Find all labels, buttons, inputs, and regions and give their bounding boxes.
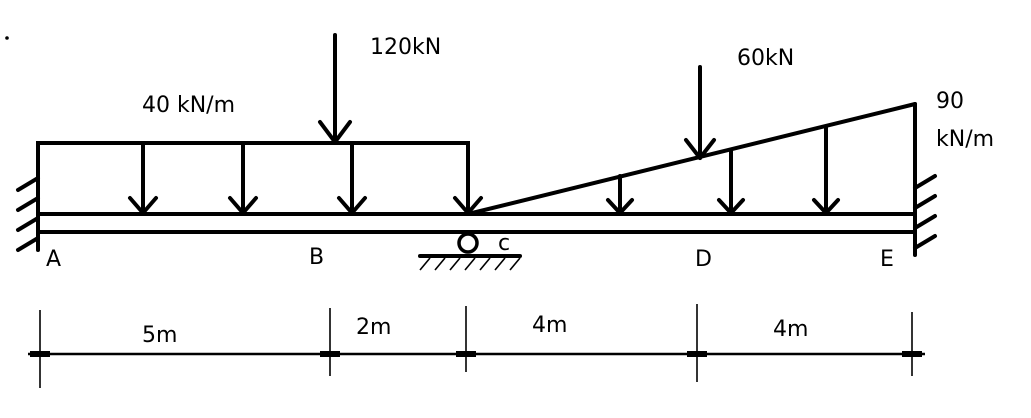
point-load-120-arrow [318,33,352,144]
point-load-120-label: 120kN [370,35,441,60]
dimension-label-ab: 5m [142,323,177,348]
stray-dot [5,36,9,40]
dimension-line [28,304,925,388]
fixed-support-a [16,141,40,252]
triangular-arrow [606,174,634,215]
udl-load [36,141,483,216]
udl-arrow [128,141,158,215]
dimension-label-bc: 2m [356,315,391,340]
point-label-a: A [46,247,61,272]
triangular-slope [466,102,917,216]
dimension-label-de: 4m [773,317,808,342]
point-label-b: B [309,245,324,270]
fixed-support-e [913,102,937,257]
beam [36,212,917,234]
udl-arrow [337,141,367,215]
triangular-arrow [717,148,745,215]
triangular-load-label-value: 90 [936,89,964,114]
triangular-load-label-unit: kN/m [936,127,994,152]
point-label-e: E [880,247,894,272]
dimension-label-cd: 4m [532,313,567,338]
point-label-c: c [498,231,510,256]
udl-label: 40 kN/m [142,93,235,118]
point-label-d: D [695,247,712,272]
triangular-load [466,102,917,216]
point-load-60-arrow [684,65,716,160]
triangular-arrow [812,125,840,215]
udl-arrow [453,141,483,215]
roller-support-c [418,232,522,271]
udl-arrow [228,141,258,215]
point-load-60-label: 60kN [737,46,794,71]
